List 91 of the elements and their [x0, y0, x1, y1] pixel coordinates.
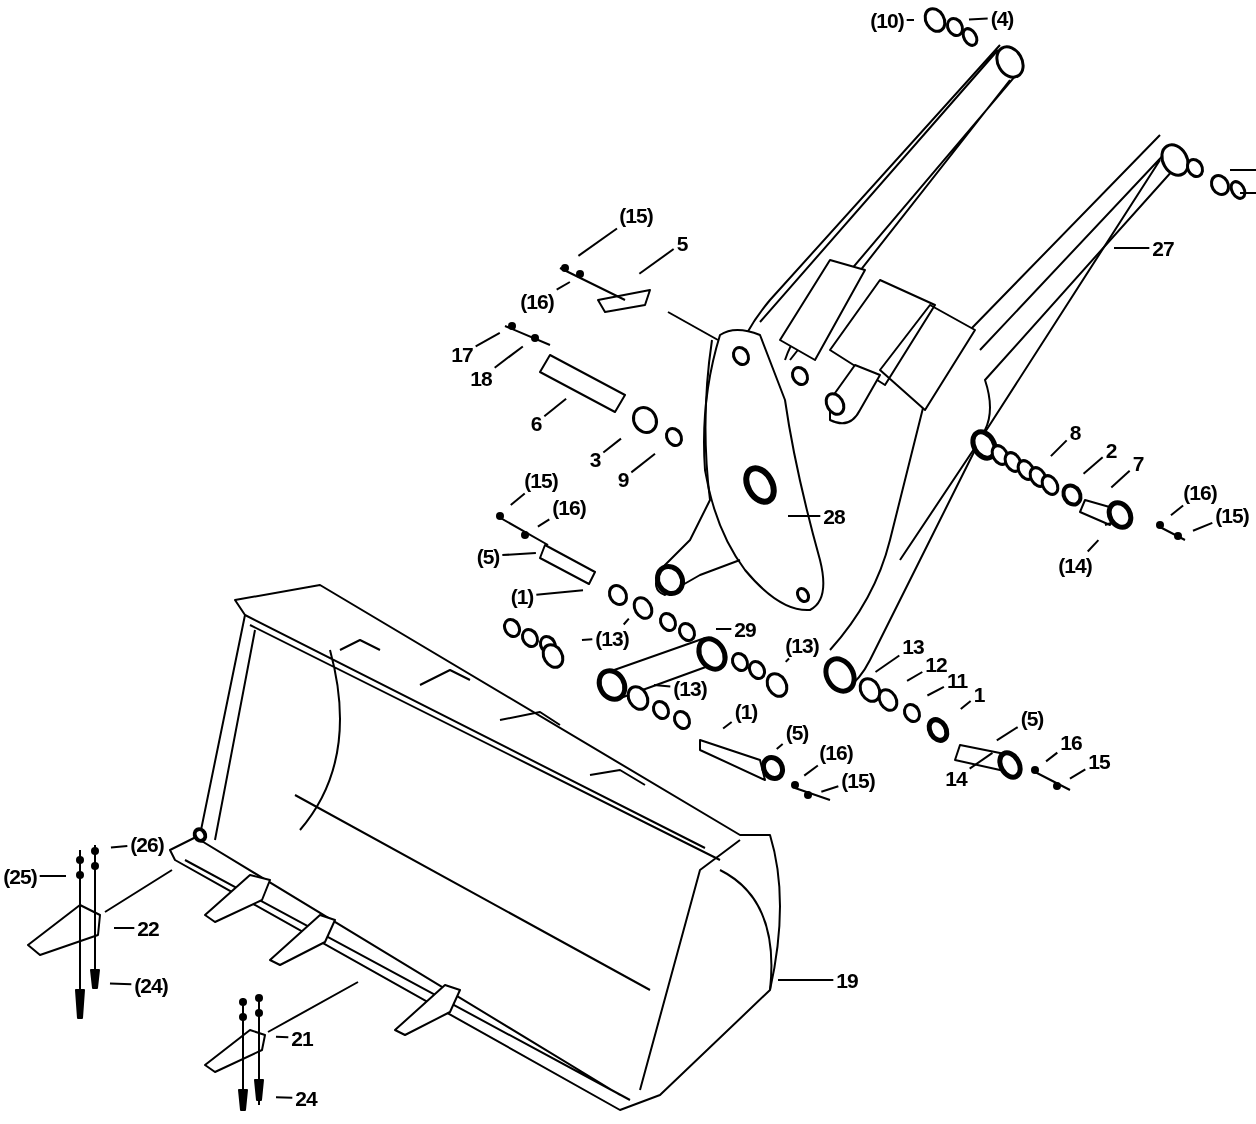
callout-number: (13): [785, 634, 819, 656]
leader-line: [1113, 247, 1151, 249]
leader-line: [995, 726, 1019, 742]
callout-number: 29: [734, 618, 756, 640]
leader-line: [652, 684, 672, 688]
leader-line: [959, 699, 972, 711]
callout-number: 17: [451, 343, 473, 365]
callout-number: 5: [676, 232, 688, 254]
leader-line: [509, 492, 526, 507]
leader-line: [1082, 456, 1104, 475]
callout-number: (24): [134, 974, 168, 996]
leader-line: [602, 437, 622, 454]
leader-line: [1086, 539, 1100, 553]
callout-number: 7: [1132, 452, 1144, 474]
leader-line: [536, 518, 551, 528]
leader-line: [722, 720, 733, 730]
callout-number: (15): [841, 769, 875, 791]
leader-line: [474, 331, 501, 348]
leader-line: [874, 654, 901, 673]
callout-number: 2: [1105, 439, 1117, 461]
leader-line: [1110, 469, 1131, 489]
leader-line: [968, 751, 994, 770]
callout-number: 28: [823, 505, 845, 527]
callout-number: 21: [291, 1027, 313, 1049]
leader-line: [109, 982, 133, 986]
callout-number: (13): [673, 677, 707, 699]
leader-line: [501, 552, 537, 557]
callout-number: 15: [1088, 750, 1110, 772]
callout-number: (4): [990, 7, 1014, 29]
callout-number: (10): [870, 9, 904, 31]
callout-number: (5): [1020, 707, 1044, 729]
leader-line: [784, 657, 790, 663]
callout-number: (15): [524, 469, 558, 491]
leader-line: [968, 17, 989, 21]
leader-line: [1068, 768, 1087, 780]
callout-number: (16): [520, 290, 554, 312]
callout-number: (16): [552, 496, 586, 518]
callout-number: (5): [476, 545, 500, 567]
leader-line: [787, 515, 822, 517]
leader-line: [622, 617, 630, 626]
callout-number: (13): [595, 627, 629, 649]
leader-line: [543, 397, 568, 418]
callout-number: (16): [819, 741, 853, 763]
leader-line: [1169, 504, 1185, 517]
leader-line: [109, 844, 129, 849]
callout-number: 22: [137, 917, 159, 939]
leader-line: [580, 638, 594, 642]
callout-number: 11: [946, 669, 968, 691]
callout-number: (15): [619, 204, 653, 226]
callout-number: 9: [617, 468, 629, 490]
callout-number: 24: [295, 1087, 317, 1109]
callout-number: (16): [1183, 481, 1217, 503]
callout-number: (1): [510, 585, 534, 607]
callout-number: 13: [902, 635, 924, 657]
leader-line: [535, 589, 584, 596]
leader-line: [275, 1035, 290, 1039]
leader-line: [905, 19, 915, 21]
callout-number: 1: [973, 683, 985, 705]
leader-line: [775, 743, 784, 750]
callout-number: 8: [1069, 421, 1081, 443]
leader-line: [926, 685, 945, 697]
leader-line: [638, 248, 675, 275]
callout-number: (15): [1215, 504, 1249, 526]
leader-line: [493, 345, 524, 369]
leader-line: [820, 785, 840, 793]
leader-line: [715, 628, 733, 630]
leader-line: [555, 281, 571, 291]
leader-line: [1045, 751, 1059, 763]
leader-line: [1192, 521, 1214, 532]
callout-number: 18: [470, 367, 492, 389]
leader-line: [113, 927, 136, 929]
callout-number: 14: [945, 767, 967, 789]
leader-line: [577, 227, 618, 257]
callout-number: 6: [530, 412, 542, 434]
leader-line: [777, 979, 835, 981]
callout-number: 19: [836, 969, 858, 991]
callout-number: (25): [3, 865, 37, 887]
callout-number: 3: [589, 448, 601, 470]
callout-number: (5): [785, 721, 809, 743]
leader-line: [38, 875, 67, 877]
callout-number: 12: [925, 653, 947, 675]
leader-line: [803, 764, 819, 777]
callout-number: 16: [1060, 731, 1082, 753]
callout-number: (1): [734, 700, 758, 722]
leader-line: [275, 1096, 294, 1099]
callout-number: (26): [130, 833, 164, 855]
leader-line: [630, 452, 656, 474]
callout-number: (14): [1058, 554, 1092, 576]
leader-line: [906, 671, 924, 682]
leader-line: [1049, 439, 1068, 458]
callout-number: 27: [1152, 237, 1174, 259]
